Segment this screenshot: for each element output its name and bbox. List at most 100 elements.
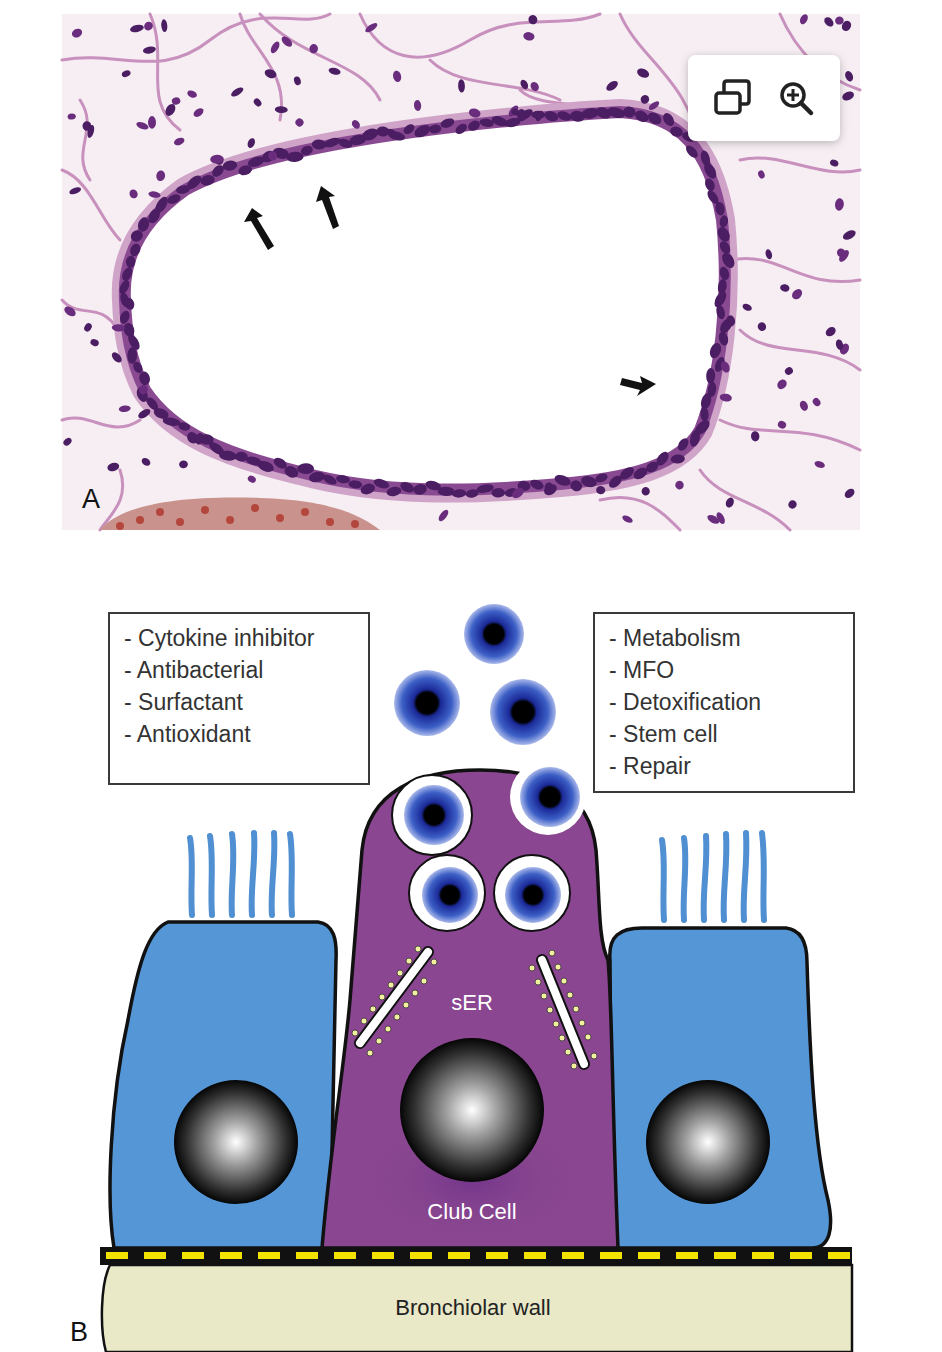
cell-nucleus <box>715 304 726 320</box>
cell-nucleus <box>70 27 83 39</box>
cell-nucleus <box>670 454 685 464</box>
cell-nucleus <box>385 128 397 138</box>
cell-nucleus <box>622 106 636 119</box>
cell-nucleus <box>372 477 390 490</box>
cell-nucleus <box>790 287 804 301</box>
cell-nucleus <box>777 420 788 430</box>
cell-nucleus <box>263 68 277 80</box>
cell-nucleus <box>454 122 469 136</box>
junction-dash <box>220 1252 242 1259</box>
junction-dash <box>448 1252 470 1259</box>
cell-nucleus <box>834 198 844 211</box>
junction-dash <box>258 1252 280 1259</box>
cell-nucleus <box>63 305 78 319</box>
cell-nucleus <box>715 225 732 244</box>
cell-nucleus <box>110 350 124 364</box>
cell-nucleus <box>186 89 198 99</box>
junction-dash <box>182 1252 204 1259</box>
cell-nucleus <box>702 161 719 181</box>
cell-nucleus <box>210 155 224 164</box>
cell-nucleus <box>724 496 735 509</box>
cell-nucleus <box>684 143 700 160</box>
cell-nucleus <box>639 93 651 105</box>
cell-nucleus <box>275 106 288 114</box>
cell-nucleus <box>128 242 142 258</box>
cell-nucleus <box>458 79 465 93</box>
cell-nucleus <box>137 407 152 420</box>
cell-nucleus <box>247 474 258 484</box>
cell-nucleus <box>719 360 731 374</box>
cell-nucleus <box>543 481 554 493</box>
function-item: - Stem cell <box>609 718 839 750</box>
cell-nucleus <box>519 78 530 90</box>
cell-nucleus <box>140 456 152 467</box>
cell-nucleus <box>641 487 650 496</box>
function-item: - Cytokine inhibitor <box>124 622 354 654</box>
cell-nucleus <box>646 110 664 127</box>
cell-nucleus <box>466 119 482 133</box>
cell-nucleus <box>510 486 526 501</box>
cell-nucleus <box>335 474 350 484</box>
cell-nucleus <box>829 159 839 168</box>
cell-nucleus <box>392 70 402 83</box>
ciliated-cells <box>110 833 831 1248</box>
cell-nucleus <box>428 124 442 134</box>
function-item: - Surfactant <box>124 686 354 718</box>
cell-nucleus <box>569 479 584 494</box>
junction-dash <box>296 1252 318 1259</box>
cell-nucleus <box>412 483 427 496</box>
cell-nucleus <box>814 460 826 469</box>
cell-nucleus <box>135 121 149 132</box>
cell-nucleus <box>272 455 289 470</box>
cell-nucleus <box>703 177 717 193</box>
cell-label: Club Cell <box>427 1199 516 1225</box>
cell-nucleus <box>647 100 660 112</box>
cell-nucleus <box>706 513 721 525</box>
cell-nucleus <box>328 67 341 76</box>
cell-nucleus <box>708 341 723 359</box>
cell-nucleus <box>465 488 479 499</box>
function-item: - Detoxification <box>609 686 839 718</box>
cell-nucleus <box>230 86 245 98</box>
micrograph <box>62 13 860 530</box>
cell-nucleus <box>706 368 716 384</box>
cell-nucleus <box>534 110 544 123</box>
cell-nucleus <box>280 35 294 49</box>
junction-dash <box>410 1252 432 1259</box>
cell-nucleus <box>798 13 809 26</box>
junction-dash <box>486 1252 508 1259</box>
cell-nucleus <box>607 473 624 490</box>
cell-nucleus <box>719 215 729 228</box>
cell-nucleus <box>246 137 256 149</box>
cell-nucleus <box>350 118 361 130</box>
cell-nucleus <box>173 136 186 146</box>
cell-nucleus <box>117 278 131 295</box>
cell-nucleus <box>676 436 691 453</box>
cell-nucleus <box>414 100 422 112</box>
cell-nucleus <box>596 486 606 495</box>
cell-nucleus <box>491 488 505 498</box>
cell-nucleus <box>837 248 851 263</box>
cell-nucleus <box>542 482 559 498</box>
cell-nucleus <box>636 67 651 80</box>
cell-nucleus <box>89 338 99 347</box>
function-item: - MFO <box>609 654 839 686</box>
cell-nucleus <box>148 190 161 198</box>
cell-nucleus <box>348 480 362 489</box>
cell-nucleus <box>523 31 535 41</box>
club-cell: sERClub Cell <box>300 590 640 1250</box>
cell-nucleus <box>437 508 450 522</box>
cell-nucleus <box>621 514 634 524</box>
cell-nucleus <box>674 479 685 490</box>
club-cell-shape <box>300 590 640 1250</box>
cell-nucleus <box>700 407 709 422</box>
bronchiolar-wall: Bronchiolar wall <box>95 1245 865 1352</box>
cell-nucleus <box>725 314 736 327</box>
cell-nucleus <box>166 192 182 205</box>
cell-nucleus <box>297 463 314 474</box>
cell-nucleus <box>698 419 710 432</box>
cell-nucleus <box>835 339 845 351</box>
cell-nucleus <box>553 473 572 488</box>
cell-nucleus <box>121 69 132 78</box>
cell-nucleus <box>424 479 442 492</box>
